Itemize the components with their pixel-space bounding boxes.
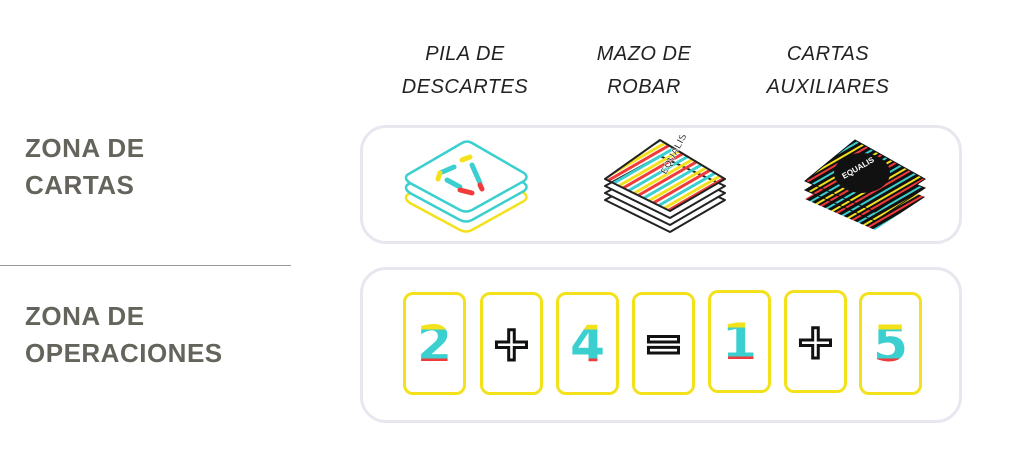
card-value: 2 — [417, 314, 452, 373]
operation-card-number[interactable]: 5 — [859, 292, 922, 395]
aux-cards-icon[interactable]: EQUALIS — [800, 135, 930, 235]
zone-label-cards: ZONA DE CARTAS — [25, 130, 145, 204]
equals-icon: = — [642, 314, 685, 373]
operation-card-number[interactable]: 4 — [556, 292, 619, 395]
zone-line: OPERACIONES — [25, 338, 223, 368]
card-value: 4 — [570, 314, 605, 373]
divider — [0, 265, 291, 266]
operation-card-equals[interactable]: = — [632, 292, 695, 395]
header-draw-deck: MAZO DE ROBAR — [554, 38, 734, 104]
zone-line: CARTAS — [25, 170, 135, 200]
header-line: AUXILIARES — [766, 76, 890, 98]
zone-line: ZONA DE — [25, 133, 145, 163]
zone-line: ZONA DE — [25, 301, 145, 331]
draw-deck-icon[interactable]: EQUALIS — [600, 135, 730, 235]
card-value: 1 — [722, 312, 757, 371]
header-line: ROBAR — [607, 76, 681, 98]
operation-card-plus[interactable]: + — [480, 292, 543, 395]
card-value: 5 — [873, 314, 908, 373]
operation-card-number[interactable]: 2 — [403, 292, 466, 395]
header-line: PILA DE — [425, 43, 505, 65]
operations-zone-panel — [360, 267, 962, 423]
plus-icon: + — [490, 314, 533, 373]
operation-card-number[interactable]: 1 — [708, 290, 771, 393]
header-discard-pile: PILA DE DESCARTES — [375, 38, 555, 104]
header-aux-cards: CARTAS AUXILIARES — [738, 38, 918, 104]
plus-icon: + — [794, 312, 837, 371]
operation-card-plus[interactable]: + — [784, 290, 847, 393]
zone-label-operations: ZONA DE OPERACIONES — [25, 298, 223, 372]
header-line: MAZO DE — [596, 43, 692, 65]
cards-zone-panel — [360, 125, 962, 244]
discard-pile-icon[interactable] — [402, 135, 532, 235]
header-line: CARTAS — [786, 43, 870, 65]
header-line: DESCARTES — [401, 76, 529, 98]
